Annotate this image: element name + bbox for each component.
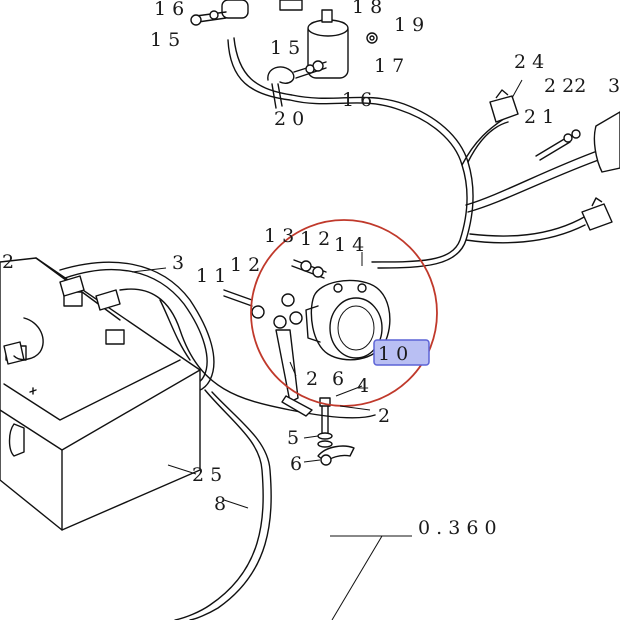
- harness-clamp: [267, 66, 295, 109]
- callout-18: 1 8: [352, 0, 382, 18]
- callout-5: 5: [287, 427, 299, 449]
- callout-3-left: 3: [172, 252, 184, 274]
- callout-2-mid: 2: [306, 368, 318, 390]
- terminals: [223, 289, 313, 417]
- callout-8: 8: [214, 493, 226, 515]
- bolt-21-22: [535, 129, 581, 161]
- relay-mounting-screw: [291, 259, 327, 279]
- callout-15-right: 1 5: [270, 37, 300, 59]
- callout-16-mid: 1 6: [342, 89, 372, 111]
- callout-22: 2 22: [544, 75, 586, 97]
- callout-13: 1 3: [264, 225, 294, 247]
- callout-3-right: 3: [608, 75, 620, 97]
- callout-15-left: 1 5: [150, 29, 180, 51]
- selected-callout-box: [373, 339, 430, 366]
- upper-relay-left: [190, 0, 303, 26]
- battery-cable-clamps: [3, 275, 121, 365]
- callout-labels: 1 6 1 5 1 8 1 9 1 5 1 7 1 6 2 0 2 4 2 22…: [2, 0, 620, 539]
- callout-2-right: 2: [378, 405, 390, 427]
- ground-bolt: [317, 397, 355, 466]
- leader-lines: [131, 79, 523, 620]
- callout-24: 2 4: [514, 51, 544, 73]
- callout-14-top: 1 4: [334, 234, 364, 256]
- connector-24: [489, 89, 519, 123]
- reference-number: 0 . 3 6 0: [418, 517, 497, 539]
- callout-19: 1 9: [394, 14, 424, 36]
- callout-16-top: 1 6: [154, 0, 184, 20]
- callout-20: 2 0: [274, 108, 304, 130]
- callout-17: 1 7: [374, 55, 404, 77]
- lamp-housing: [593, 111, 620, 173]
- callout-2-left: 2: [2, 251, 14, 273]
- callout-12-top: 1 2: [300, 228, 330, 250]
- highlight-circle: [250, 219, 438, 407]
- callout-6-mid: 6: [332, 368, 344, 390]
- upper-relay-right: [293, 9, 378, 79]
- callout-21: 2 1: [524, 106, 554, 128]
- wiring-harness: [59, 37, 605, 620]
- callout-12-left: 1 2: [230, 254, 260, 276]
- callout-4: 4: [357, 375, 369, 397]
- callout-25: 2 5: [192, 464, 222, 486]
- callout-10: 1 0: [378, 343, 408, 365]
- callout-11: 1 1: [196, 265, 226, 287]
- connector-right: [581, 197, 613, 231]
- callout-6-low: 6: [290, 453, 302, 475]
- main-relay: [305, 279, 391, 361]
